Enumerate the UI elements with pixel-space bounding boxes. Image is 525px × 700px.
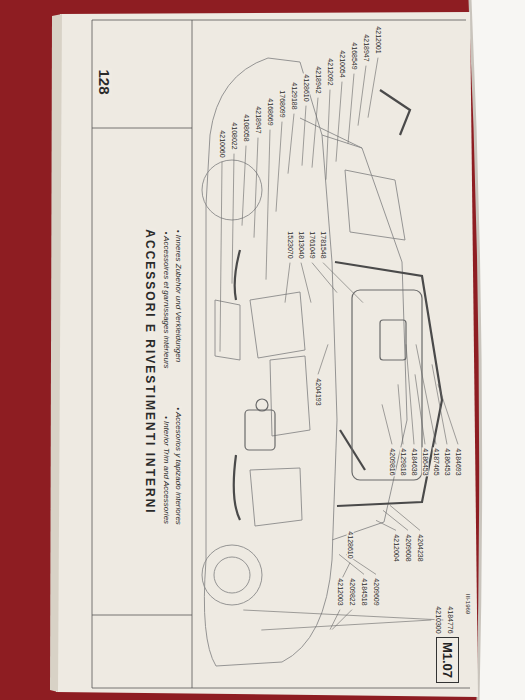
part-number: 4168549 xyxy=(350,41,357,70)
part-number: 4218947 xyxy=(254,105,261,134)
part-number: 4210060 xyxy=(218,129,225,158)
leader-line xyxy=(276,122,282,212)
leader-line xyxy=(312,98,318,168)
header-text: • Inneres Zubehör und Verkleidungen xyxy=(174,229,182,363)
header-text: III-1969 xyxy=(465,593,471,615)
leader-line xyxy=(232,154,234,284)
leader-line xyxy=(318,344,328,374)
leader-line xyxy=(285,263,290,303)
header-text: • Accesorios y tapizado interiores xyxy=(174,406,182,526)
leader-line xyxy=(382,404,392,444)
leader-line xyxy=(376,520,396,530)
leader-line xyxy=(398,384,403,444)
part-number: 4129188 xyxy=(290,81,297,110)
part-number: 4108022 xyxy=(230,121,237,150)
part-number: 4218942 xyxy=(314,65,321,94)
part-number: 4186453 xyxy=(421,447,428,476)
leader-line xyxy=(438,384,458,444)
part-number: 4184638 xyxy=(410,447,417,476)
part-number: 4218947 xyxy=(362,33,369,62)
header-text: • Accessoires et garnissages intérieurs xyxy=(162,230,170,369)
part-number: 4129818 xyxy=(399,447,406,476)
part-number: 4209816 xyxy=(388,447,395,476)
part-number: 4212004 xyxy=(392,533,399,562)
part-number: 4212092 xyxy=(326,57,333,86)
leader-line xyxy=(406,344,414,444)
part-number: 4128610 xyxy=(302,73,309,102)
part-number: 4209822 xyxy=(348,577,355,606)
part-number: 4204193 xyxy=(314,377,321,406)
group-code: M1.07 xyxy=(440,642,455,678)
group-code-box: M1.07 xyxy=(436,637,459,683)
part-number: 4128610 xyxy=(346,530,353,559)
part-number: 4186453 xyxy=(443,447,450,476)
leader-line xyxy=(332,610,352,630)
leader-line xyxy=(390,505,420,530)
part-number: 1813040 xyxy=(297,230,304,259)
leader-line xyxy=(416,344,436,444)
leader-line xyxy=(242,146,246,226)
leader-line xyxy=(302,106,306,166)
part-number: 4184518 xyxy=(360,577,367,606)
leader-line xyxy=(323,263,363,303)
leader-line xyxy=(312,263,337,293)
leader-line xyxy=(358,66,366,126)
part-number: 4187465 xyxy=(432,447,439,476)
part-number: 4210300 xyxy=(434,605,441,634)
leader-line xyxy=(336,82,342,162)
leader-line xyxy=(301,263,311,303)
leader-line xyxy=(266,130,270,280)
leader-line xyxy=(288,114,294,174)
leader-line xyxy=(348,74,354,144)
part-number: 4184693 xyxy=(454,447,461,476)
part-number: 4184776 xyxy=(446,605,453,634)
leader-line xyxy=(261,620,431,630)
part-number: 1781548 xyxy=(319,230,326,259)
part-number: 4209608 xyxy=(404,533,411,562)
part-number: 4204238 xyxy=(416,533,423,562)
page-title: ACCESSORI E RIVESTIMENTI INTERNI xyxy=(144,228,157,515)
part-number: 4209609 xyxy=(372,577,379,606)
part-number: 4212001 xyxy=(374,25,381,54)
part-number: 1761049 xyxy=(308,230,315,259)
part-number: 4168669 xyxy=(266,97,273,126)
leader-line xyxy=(415,374,425,444)
header-text: • Interior Trim and Accessories xyxy=(162,415,170,525)
leader-line xyxy=(383,510,408,530)
leader-line xyxy=(326,90,330,180)
leader-line xyxy=(368,58,378,118)
header-text: 128 xyxy=(96,68,112,95)
part-number: 4108058 xyxy=(242,113,249,142)
leader-line xyxy=(243,610,443,620)
leader-line xyxy=(432,364,447,444)
part-number: 1523070 xyxy=(286,230,293,259)
part-number: 4210054 xyxy=(338,49,345,78)
leader-line xyxy=(220,162,222,352)
part-number: 1768099 xyxy=(278,89,285,118)
leader-line xyxy=(254,138,258,238)
part-number: 4212003 xyxy=(336,577,343,606)
